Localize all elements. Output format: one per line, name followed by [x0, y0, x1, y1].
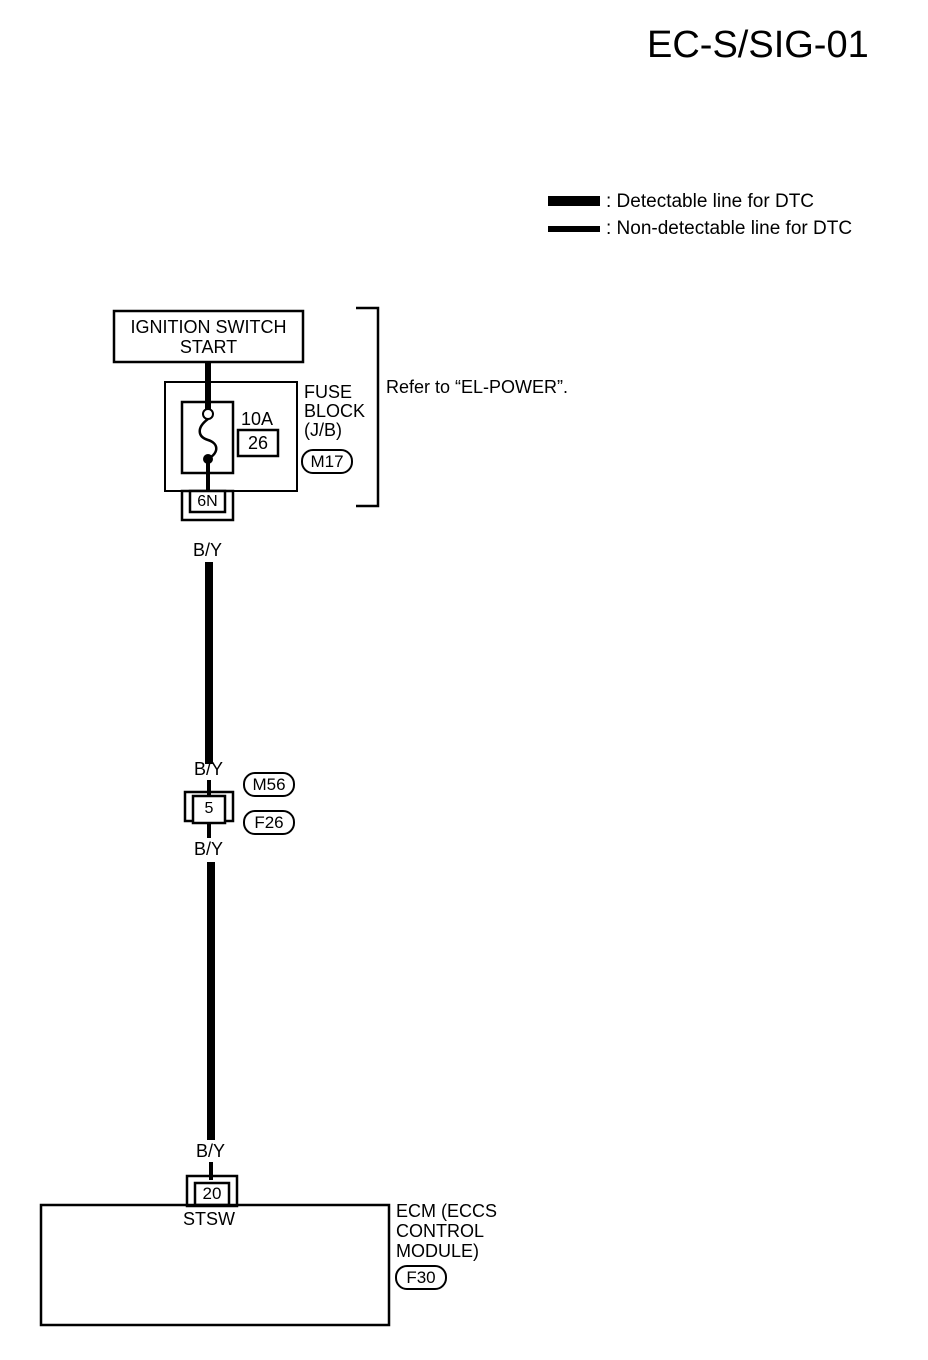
reference-bracket: [356, 306, 380, 508]
wire-color-label-4: B/Y: [196, 1141, 226, 1161]
connector-m17-oval: [301, 449, 353, 474]
connector-m56-oval: [243, 772, 295, 797]
fuse-rating: 10A: [241, 409, 274, 429]
ecm-name-line2: CONTROL: [396, 1221, 485, 1241]
reference-note: Refer to “EL-POWER”.: [386, 377, 569, 397]
connector-f26-label: F26: [254, 813, 284, 832]
legend-detectable-swatch: [548, 196, 600, 206]
terminal-6n-label: 6N: [197, 493, 218, 510]
fuse-number-box: [236, 428, 280, 458]
connector-m56-label: M56: [252, 775, 286, 794]
fuse-top-terminal: [202, 408, 214, 420]
connector-f30-label: F30: [406, 1268, 436, 1287]
legend-detectable-label: : Detectable line for DTC: [606, 191, 815, 212]
terminal-6n-inner: [188, 489, 227, 514]
ecm-name-line1: ECM (ECCS: [396, 1201, 498, 1221]
junction-pin: 5: [204, 800, 214, 817]
ecm-name-line3: MODULE): [396, 1241, 480, 1261]
wire-color-label-3: B/Y: [194, 839, 224, 859]
connector-m17-label: M17: [310, 452, 344, 471]
fuse-element-icon: [198, 418, 218, 461]
fuse-block-name-line3: (J/B): [304, 420, 342, 440]
fuse-block-name-line1: FUSE: [304, 382, 353, 402]
connector-f26-oval: [243, 810, 295, 835]
ignition-switch-line1: IGNITION SWITCH: [130, 317, 287, 337]
fuse-block-name-line2: BLOCK: [304, 401, 366, 421]
fuse-number: 26: [247, 433, 269, 453]
ecm-pin-number: 20: [202, 1184, 222, 1203]
diagram-id: EC-S/SIG-01: [647, 24, 869, 66]
ignition-switch-line2: START: [179, 337, 238, 357]
legend-non-detectable-swatch: [548, 226, 600, 232]
wire-color-label-2: B/Y: [194, 759, 224, 779]
wire-color-label-1: B/Y: [193, 540, 223, 560]
connector-f30-oval: [395, 1265, 447, 1290]
ecm-pin-label: STSW: [183, 1209, 235, 1229]
legend-non-detectable-label: : Non-detectable line for DTC: [606, 218, 853, 239]
ignition-switch-label: IGNITION SWITCH START: [114, 317, 303, 357]
ecm-box: [39, 1203, 391, 1327]
